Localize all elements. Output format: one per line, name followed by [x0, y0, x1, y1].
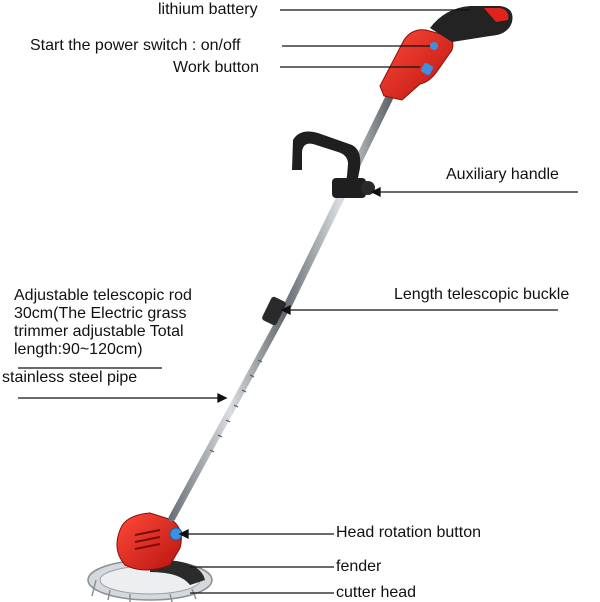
label-telescopic-rod: Adjustable telescopic rod 30cm(The Elect… [14, 287, 192, 358]
shaft [168, 88, 396, 522]
auxiliary-handle [292, 131, 375, 198]
label-work-button: Work button [173, 59, 259, 76]
leader-lines [18, 9, 578, 594]
label-length-buckle: Length telescopic buckle [394, 286, 570, 303]
label-auxiliary-handle: Auxiliary handle [446, 166, 559, 183]
main-handle [379, 6, 513, 101]
label-cutter-head: cutter head [336, 584, 417, 601]
label-steel-pipe: stainless steel pipe [2, 369, 138, 386]
motor-head [116, 512, 183, 571]
label-fender: fender [336, 558, 382, 575]
label-head-rotation: Head rotation button [336, 524, 481, 541]
work-button [420, 62, 434, 76]
label-lithium-battery: lithium battery [158, 1, 258, 18]
power-switch [430, 42, 438, 50]
length-buckle [262, 296, 286, 326]
label-power-switch: Start the power switch : on/off [30, 37, 241, 54]
